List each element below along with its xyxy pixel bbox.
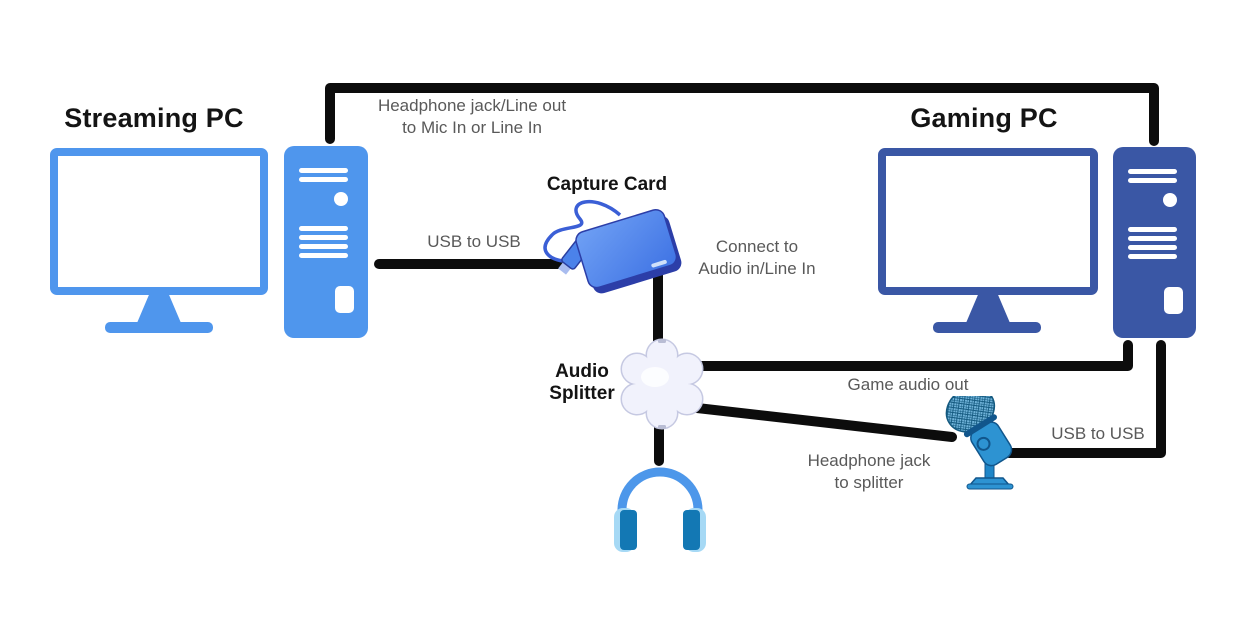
- vent: [1128, 227, 1177, 232]
- headphone-jack-label: Headphone jack to splitter: [807, 451, 931, 493]
- streaming-monitor: [50, 148, 268, 295]
- wire-headphone-out-top: [325, 83, 1159, 146]
- wire-splitter-to-mic: [692, 403, 957, 442]
- usb-right-label: USB to USB: [1051, 424, 1145, 443]
- jack-port: [658, 425, 666, 429]
- vent: [299, 235, 348, 240]
- gaming-monitor: [878, 148, 1098, 295]
- microphone-icon: [945, 396, 1014, 490]
- wire-mic-usb-right: [1004, 340, 1166, 458]
- capture-card-icon: [543, 199, 682, 294]
- drive-bay: [335, 286, 354, 313]
- headphones-icon: [614, 467, 706, 552]
- gaming-pc-title: Gaming PC: [910, 103, 1058, 133]
- vent: [1128, 245, 1177, 250]
- power-button: [334, 192, 348, 206]
- game-audio-label: Game audio out: [847, 375, 969, 394]
- usb-left-label: USB to USB: [427, 232, 521, 251]
- gaming-tower: [1113, 147, 1196, 338]
- vent: [1128, 254, 1177, 259]
- capture-card-label: Capture Card: [546, 174, 668, 195]
- top-connection-label: Headphone jack/Line out to Mic In or Lin…: [377, 96, 567, 138]
- vent: [299, 244, 348, 249]
- streaming-pc-title: Streaming PC: [64, 103, 244, 133]
- vent: [299, 253, 348, 258]
- vent: [1128, 169, 1177, 174]
- streaming-monitor-base: [105, 322, 213, 333]
- vent: [1128, 178, 1177, 183]
- vent: [299, 177, 348, 182]
- vent: [299, 226, 348, 231]
- connect-audio-label: Connect to Audio in/Line In: [698, 237, 816, 279]
- gaming-monitor-base: [933, 322, 1041, 333]
- wire-game-audio-out: [693, 340, 1133, 371]
- vent: [1128, 236, 1177, 241]
- audio-splitter-label: Audio Splitter: [549, 361, 615, 404]
- streaming-tower: [284, 146, 368, 338]
- drive-bay: [1164, 287, 1183, 314]
- power-button: [1163, 193, 1177, 207]
- vent: [299, 168, 348, 173]
- jack-port: [658, 339, 666, 343]
- audio-splitter-icon: [620, 338, 704, 430]
